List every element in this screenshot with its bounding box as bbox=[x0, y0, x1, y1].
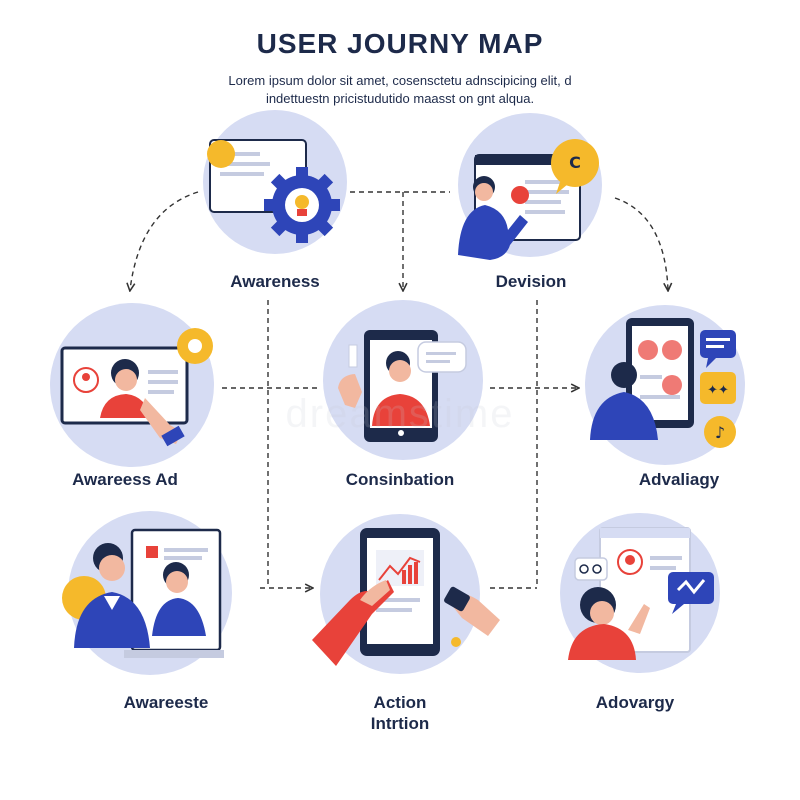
stage-label-action-intrtion: Action Intrtion bbox=[300, 692, 500, 734]
stage-label-devision: Devision bbox=[495, 272, 567, 291]
svg-text:✦✦: ✦✦ bbox=[707, 383, 729, 398]
stage-label-awareess-ad: Awareess Ad bbox=[72, 470, 178, 489]
card-icon bbox=[444, 586, 470, 612]
chat-bubble-icon bbox=[551, 139, 599, 187]
person-head-icon bbox=[611, 362, 637, 388]
stage-awareeste-illustration bbox=[62, 511, 232, 675]
svg-text:C: C bbox=[569, 153, 581, 172]
page-title: USER JOURNY MAP bbox=[256, 28, 544, 59]
stage-label-intrtion: Intrtion bbox=[370, 714, 430, 733]
svg-text:♪: ♪ bbox=[715, 423, 725, 442]
stage-label-advaliagy: Advaliagy bbox=[638, 470, 720, 489]
connector-lines bbox=[130, 191, 668, 588]
stage-action-intrtion-illustration bbox=[312, 514, 500, 674]
page-subtitle: Lorem ipsum dolor sit amet, cosensctetu … bbox=[150, 72, 650, 108]
watermark: dreamstime bbox=[285, 392, 515, 436]
stage-awareness-illustration bbox=[203, 110, 347, 254]
stage-label-awareness: Awareness bbox=[230, 272, 320, 291]
rating-icon bbox=[700, 372, 736, 404]
stage-devision-illustration: C bbox=[458, 113, 602, 260]
stage-label-consinbation: Consinbation bbox=[345, 470, 455, 489]
stage-consinbation-illustration bbox=[323, 300, 483, 460]
music-note-icon bbox=[704, 416, 736, 448]
speech-bubble-icon bbox=[417, 341, 467, 373]
stage-label-action: Action bbox=[373, 693, 427, 712]
sun-icon bbox=[207, 140, 235, 168]
connector-devision-to-right bbox=[614, 197, 668, 290]
gear-icon bbox=[264, 167, 340, 243]
stage-adovargy-illustration bbox=[560, 513, 720, 673]
connector-awareness-to-left bbox=[130, 191, 199, 290]
subtitle-line-1: Lorem ipsum dolor sit amet, cosensctetu … bbox=[228, 73, 572, 88]
stage-awareess-ad-illustration bbox=[50, 303, 214, 467]
subtitle-line-2: indettuestn pricistudutido maasst on gnt… bbox=[265, 91, 535, 106]
chat-icon bbox=[700, 330, 736, 358]
stage-advaliagy-illustration: ✦✦ ♪ bbox=[585, 305, 745, 465]
stage-label-adovargy: Adovargy bbox=[595, 693, 675, 712]
stage-label-awareeste: Awareeste bbox=[123, 693, 209, 712]
